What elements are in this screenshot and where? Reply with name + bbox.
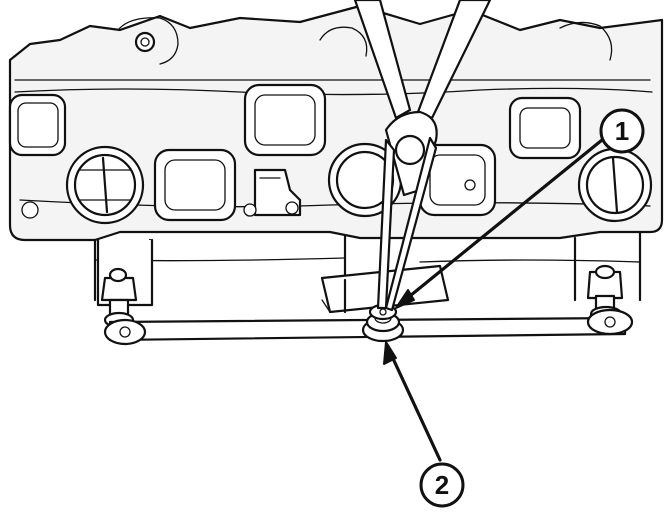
rect-port-top-right <box>508 96 582 160</box>
callout-2-leader <box>383 341 442 462</box>
callout-1: 1 <box>599 108 645 154</box>
bolt-boss <box>243 203 257 217</box>
snap-ring-pliers <box>353 0 492 312</box>
sensor-bracket <box>253 168 302 217</box>
pivot-pin-left <box>96 238 154 329</box>
bolt-boss <box>21 201 39 219</box>
manifold-skirt-edge <box>419 259 641 263</box>
intake-port-left <box>8 93 67 157</box>
callout-1-leader <box>395 138 604 309</box>
callout-2: 2 <box>419 462 465 508</box>
callout-2-label: 2 <box>435 470 449 500</box>
callout-1-label: 1 <box>615 116 629 146</box>
round-port-3 <box>577 147 653 223</box>
round-port-1 <box>65 145 145 225</box>
rect-port-1 <box>153 148 237 222</box>
rect-port-top <box>243 83 327 157</box>
